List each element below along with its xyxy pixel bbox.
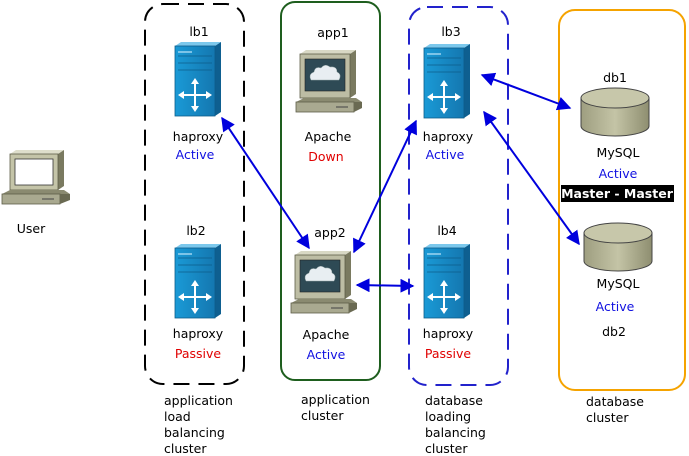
app-caption-line: cluster [301,408,344,423]
app-lb-caption-line: balancing [164,425,225,440]
db-lb-caption-line: cluster [425,441,468,456]
app2-name: app2 [314,225,345,240]
db1-name: db1 [603,70,627,85]
lb4-status: Passive [425,346,472,361]
lb1-load-balancer-icon [174,41,222,117]
db-caption-line: database [586,394,644,409]
app2-server-icon [290,250,358,314]
app-lb-caption-line: application [164,393,233,408]
app-lb-caption-line: cluster [164,441,207,456]
app1-status: Down [308,149,343,164]
lb1-status: Active [176,147,215,162]
db-lb-caption-line: database [425,393,483,408]
db2-database-icon [583,222,653,272]
lb3-load-balancer-icon [423,43,471,119]
lb4-load-balancer-icon [423,243,471,319]
lb2-name: lb2 [186,223,205,238]
app-lb-caption-line: load [164,409,191,424]
db2-status: Active [596,299,635,314]
lb2-status: Passive [175,346,222,361]
app1-software: Apache [305,129,352,144]
user-label: User [17,221,46,236]
db2-software: MySQL [597,276,640,291]
db-lb-caption-line: loading [425,409,471,424]
app2-status: Active [307,347,346,362]
lb4-name: lb4 [437,223,456,238]
arrow-app2-lb3 [353,119,417,254]
db-cluster-caption: database cluster [586,394,644,425]
db2-name: db2 [602,324,626,339]
lb4-software: haproxy [423,326,474,341]
arrow-app2-lb4 [355,278,415,293]
user-computer-icon [1,150,70,205]
lb3-status: Active [426,147,465,162]
app1-server-icon [295,49,363,113]
connection-arrows [221,72,580,293]
app-caption-line: application [301,392,370,407]
lb2-software: haproxy [173,326,224,341]
arrow-lb3-db1 [480,72,572,111]
lb3-software: haproxy [423,129,474,144]
lb1-name: lb1 [189,24,208,39]
replication-banner [561,185,674,202]
arrow-lb1-app2 [221,116,310,250]
app-cluster-caption: application cluster [301,392,370,423]
lb3-name: lb3 [441,24,460,39]
app1-name: app1 [317,25,348,40]
replication-label: Master - Master [561,186,674,201]
db-caption-line: cluster [586,410,629,425]
app2-software: Apache [303,327,350,342]
db1-status: Active [599,166,638,181]
db-lb-cluster-caption: database loading balancing cluster [425,393,486,456]
arrow-lb3-db2 [483,110,580,246]
lb2-load-balancer-icon [174,243,222,319]
app-lb-cluster-caption: application load balancing cluster [164,393,233,456]
db1-software: MySQL [597,145,640,160]
db1-database-icon [580,87,650,137]
db-lb-caption-line: balancing [425,425,486,440]
lb1-software: haproxy [173,129,224,144]
